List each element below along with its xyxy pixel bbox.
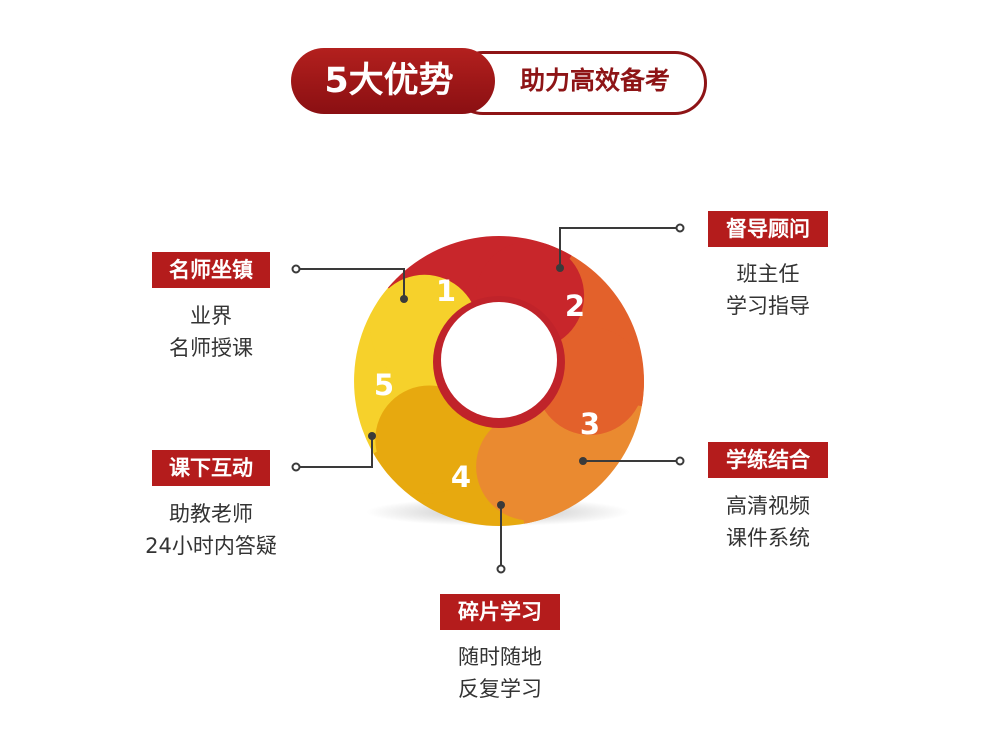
tag-5: 课下互动 [152,450,270,486]
segment-3-cap [476,412,585,521]
desc-1-line2: 名师授课 [169,336,253,360]
segment-1-number: 1 [436,274,456,308]
desc-5: 助教老师 24小时内答疑 [111,498,311,562]
leader-dot-3-end [675,456,685,466]
leader-dot-2-start [556,264,564,272]
header-banner: 5大优势 助力高效备考 [291,48,707,115]
leader-dot-1-end [291,264,301,274]
tag-1: 名师坐镇 [152,252,270,288]
leader-dot-3-start [579,457,587,465]
leader-dot-5-start [368,432,376,440]
segment-5-number: 5 [374,368,394,402]
header-title: 5大优势 [324,61,454,101]
desc-4: 随时随地 反复学习 [400,641,600,705]
ring-inner-hole [441,302,557,418]
desc-2-line2: 学习指导 [726,294,810,318]
segment-4-cap [375,385,484,494]
header-left-pill [291,48,495,114]
desc-1: 业界 名师授课 [111,300,311,364]
desc-4-line1: 随时随地 [458,645,542,669]
leader-dot-4-end [496,564,506,574]
desc-3-line1: 高清视频 [726,494,810,518]
desc-1-line1: 业界 [190,304,232,328]
desc-2: 班主任 学习指导 [668,258,868,322]
leader-dot-5-end [291,462,301,472]
leader-line-5 [296,436,373,468]
leader-line-1 [296,268,405,299]
leader-line-2 [559,227,680,268]
leader-dot-4-start [497,501,505,509]
leader-dot-2-end [675,223,685,233]
tag-3: 学练结合 [708,442,828,478]
desc-3: 高清视频 课件系统 [668,490,868,554]
desc-3-line2: 课件系统 [726,526,810,550]
desc-5-line1: 助教老师 [169,502,253,526]
leader-dot-1-start [400,295,408,303]
tag-2: 督导顾问 [708,211,828,247]
desc-5-line2: 24小时内答疑 [145,534,277,558]
segment-4-number: 4 [451,460,471,494]
desc-2-line1: 班主任 [736,262,800,286]
segment-3-number: 3 [580,407,600,441]
segment-2-number: 2 [565,289,585,323]
desc-4-line2: 反复学习 [458,677,542,701]
header-subtitle: 助力高效备考 [519,66,670,95]
tag-4: 碎片学习 [440,594,560,630]
